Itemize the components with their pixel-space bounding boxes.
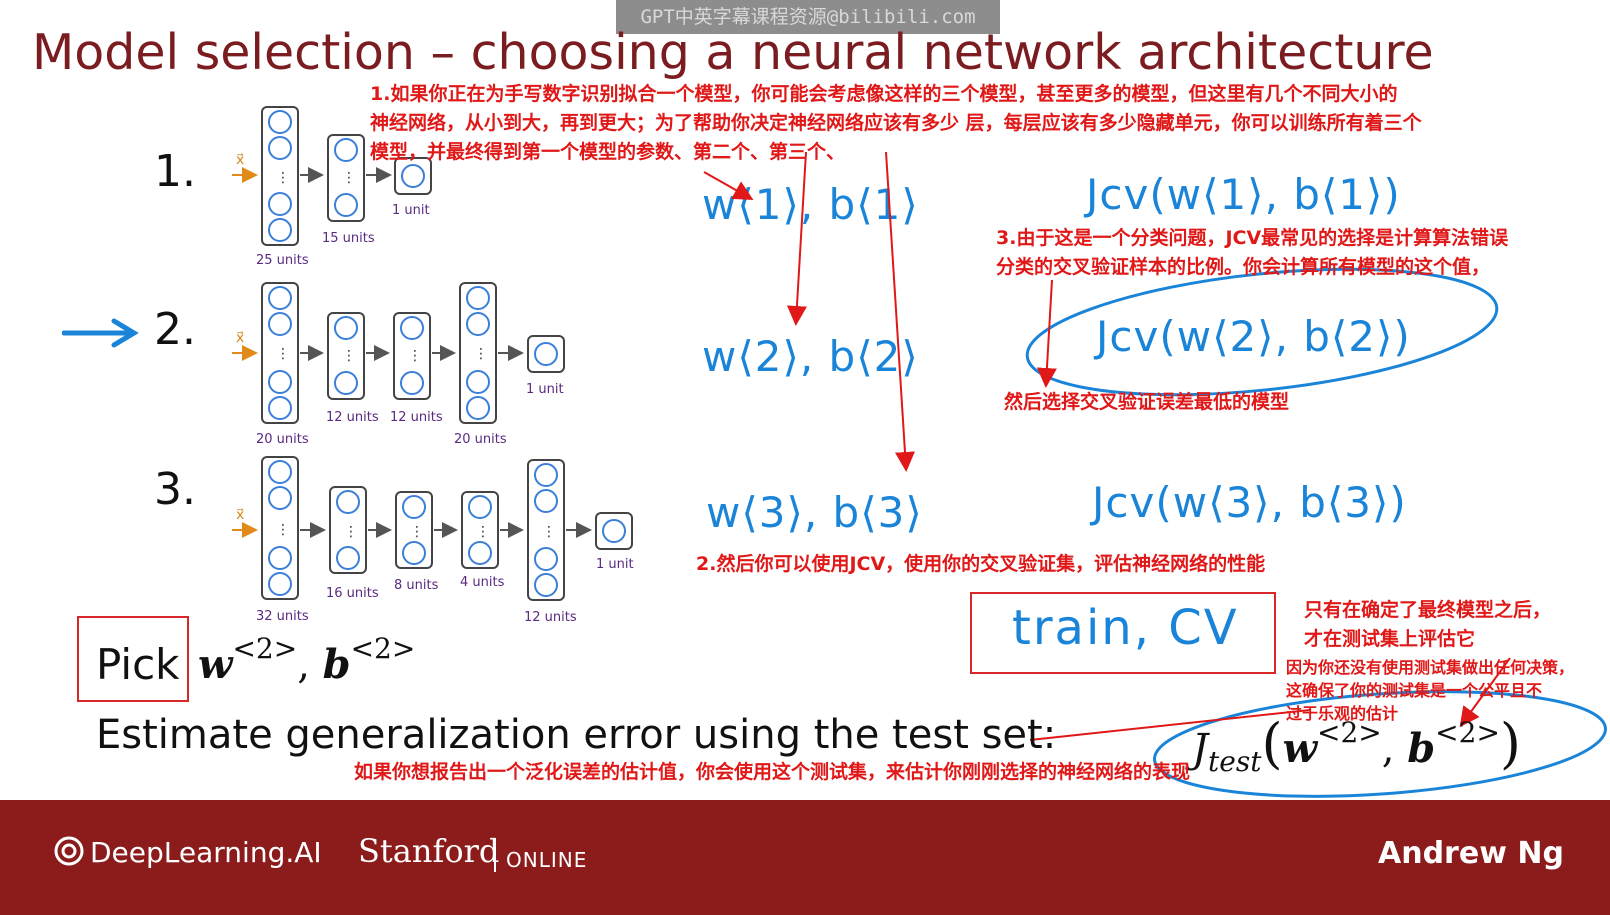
svg-text:⋮: ⋮	[276, 346, 290, 362]
svg-text:⋮: ⋮	[276, 170, 290, 186]
jtest-b: b	[1407, 725, 1436, 772]
jtest-formula: Jtest(w<2>, b<2>)	[1192, 712, 1521, 778]
annotation-6: 因为你还没有使用测试集做出任何决策， 这确保了你的测试集是一个公平且不 过于乐观…	[1286, 656, 1574, 725]
layer-units-label: 16 units	[326, 586, 379, 601]
train-cv-text: train, CV	[1012, 600, 1239, 656]
svg-text:⋮: ⋮	[342, 348, 356, 364]
jtest-b-sup: <2>	[1435, 716, 1500, 749]
svg-text:⋮: ⋮	[344, 524, 358, 540]
jtest-w-sup: <2>	[1317, 716, 1382, 749]
params-net2: w⟨2⟩, b⟨2⟩	[702, 332, 919, 381]
pick-w-sup: <2>	[232, 632, 298, 665]
pick-parameters: w<2>, b<2>	[198, 632, 416, 688]
svg-text:⋮: ⋮	[342, 170, 356, 186]
layer-units-label: 20 units	[256, 432, 309, 447]
layer-units-label: 1 unit	[392, 203, 430, 218]
annotation-3-line: 3.由于这是一个分类问题，JCV最常见的选择是计算算法错误	[996, 227, 1509, 249]
input-x-label-1: x⃗	[236, 152, 245, 168]
layer-units-label: 25 units	[256, 253, 309, 268]
layer-units-label: 32 units	[256, 609, 309, 624]
jcv-net1: Jcv(w⟨1⟩, b⟨1⟩)	[1086, 170, 1401, 219]
selected-arrow-icon	[62, 318, 139, 348]
pick-label: Pick	[96, 640, 180, 689]
jcv-net2: Jcv(w⟨2⟩, b⟨2⟩)	[1096, 312, 1411, 361]
pick-b-sup: <2>	[350, 632, 416, 665]
estimate-text: Estimate generalization error using the …	[96, 712, 1057, 758]
network-3: ⋮ ⋮ ⋮ ⋮ ⋮	[232, 456, 633, 601]
slide-title: Model selection – choosing a neural netw…	[32, 24, 1434, 81]
input-x-label-3: x⃗	[236, 507, 245, 523]
watermark: GPT中英字幕课程资源@bilibili.com	[616, 0, 1000, 34]
pick-b: b	[322, 641, 351, 688]
network-number-1: 1.	[154, 146, 196, 197]
layer-units-label: 12 units	[326, 410, 379, 425]
annotation-5-line: 只有在确定了最终模型之后，	[1304, 599, 1552, 621]
annotation-3: 3.由于这是一个分类问题，JCV最常见的选择是计算算法错误 分类的交叉验证样本的…	[996, 224, 1508, 282]
network-number-2: 2.	[154, 304, 196, 355]
params-net3: w⟨3⟩, b⟨3⟩	[706, 488, 923, 537]
jtest-j: J	[1192, 726, 1209, 772]
layer-units-label: 1 unit	[596, 557, 634, 572]
layer-units-label: 1 unit	[526, 382, 564, 397]
annotation-6-line: 因为你还没有使用测试集做出任何决策，	[1286, 658, 1575, 677]
deeplearning-logo-icon	[54, 836, 84, 866]
layer-units-label: 4 units	[460, 575, 505, 590]
layer-units-label: 20 units	[454, 432, 507, 447]
layer-units-label: 8 units	[394, 578, 439, 593]
annotation-1-line: 1.如果你正在为手写数字识别拟合一个模型，你可能会考虑像这样的三个模型，甚至更多…	[370, 83, 1398, 105]
annotation-3-line: 分类的交叉验证样本的比例。你会计算所有模型的这个值，	[996, 256, 1491, 278]
annotation-5-line: 才在测试集上评估它	[1304, 628, 1476, 650]
annotation-6-line: 过于乐观的估计	[1286, 704, 1399, 723]
train-cv-box	[970, 592, 1276, 674]
jcv-net3: Jcv(w⟨3⟩, b⟨3⟩)	[1092, 478, 1407, 527]
svg-text:⋮: ⋮	[542, 524, 556, 540]
svg-text:⋮: ⋮	[276, 522, 290, 538]
annotation-7: 如果你想报告出一个泛化误差的估计值，你会使用这个测试集，来估计你刚刚选择的神经网…	[354, 761, 1191, 783]
layer-units-label: 15 units	[322, 231, 375, 246]
layer-units-label: 12 units	[390, 410, 443, 425]
jtest-sub: test	[1208, 745, 1262, 778]
network-diagrams: ⋮ ⋮ ⋮ ⋮ ⋮	[232, 106, 633, 601]
annotation-1-line: 模型，并最终得到第一个模型的参数、第二个、第三个、	[370, 141, 846, 163]
annotation-2: 2.然后你可以使用JCV，使用你的交叉验证集，评估神经网络的性能	[696, 553, 1266, 575]
network-number-3: 3.	[154, 464, 196, 515]
annotation-4: 然后选择交叉验证误差最低的模型	[1004, 391, 1290, 413]
jtest-w: w	[1282, 725, 1318, 772]
svg-text:⋮: ⋮	[474, 346, 488, 362]
annotation-1-line: 神经网络，从小到大，再到更大；为了帮助你决定神经网络应该有多少 层，每层应该有多…	[370, 112, 1422, 134]
svg-text:⋮: ⋮	[476, 524, 490, 540]
svg-text:⋮: ⋮	[408, 348, 422, 364]
stanford-brand: Stanford	[358, 832, 500, 870]
deeplearning-brand: DeepLearning.AI	[90, 836, 322, 869]
network-1: ⋮ ⋮	[232, 106, 432, 246]
svg-text:⋮: ⋮	[410, 524, 424, 540]
footer-divider	[494, 838, 496, 872]
annotation-5: 只有在确定了最终模型之后， 才在测试集上评估它	[1304, 596, 1551, 654]
online-label: ONLINE	[506, 848, 588, 872]
author-name: Andrew Ng	[1378, 836, 1564, 871]
layer-units-label: 12 units	[524, 610, 577, 625]
pick-w: w	[198, 641, 233, 688]
pick-highlight-box	[77, 616, 189, 702]
footer-bar	[0, 800, 1610, 915]
input-x-label-2: x⃗	[236, 330, 245, 346]
annotation-1: 1.如果你正在为手写数字识别拟合一个模型，你可能会考虑像这样的三个模型，甚至更多…	[370, 80, 1422, 167]
annotation-6-line: 这确保了你的测试集是一个公平且不	[1286, 681, 1543, 700]
network-2: ⋮ ⋮ ⋮ ⋮	[232, 282, 565, 424]
